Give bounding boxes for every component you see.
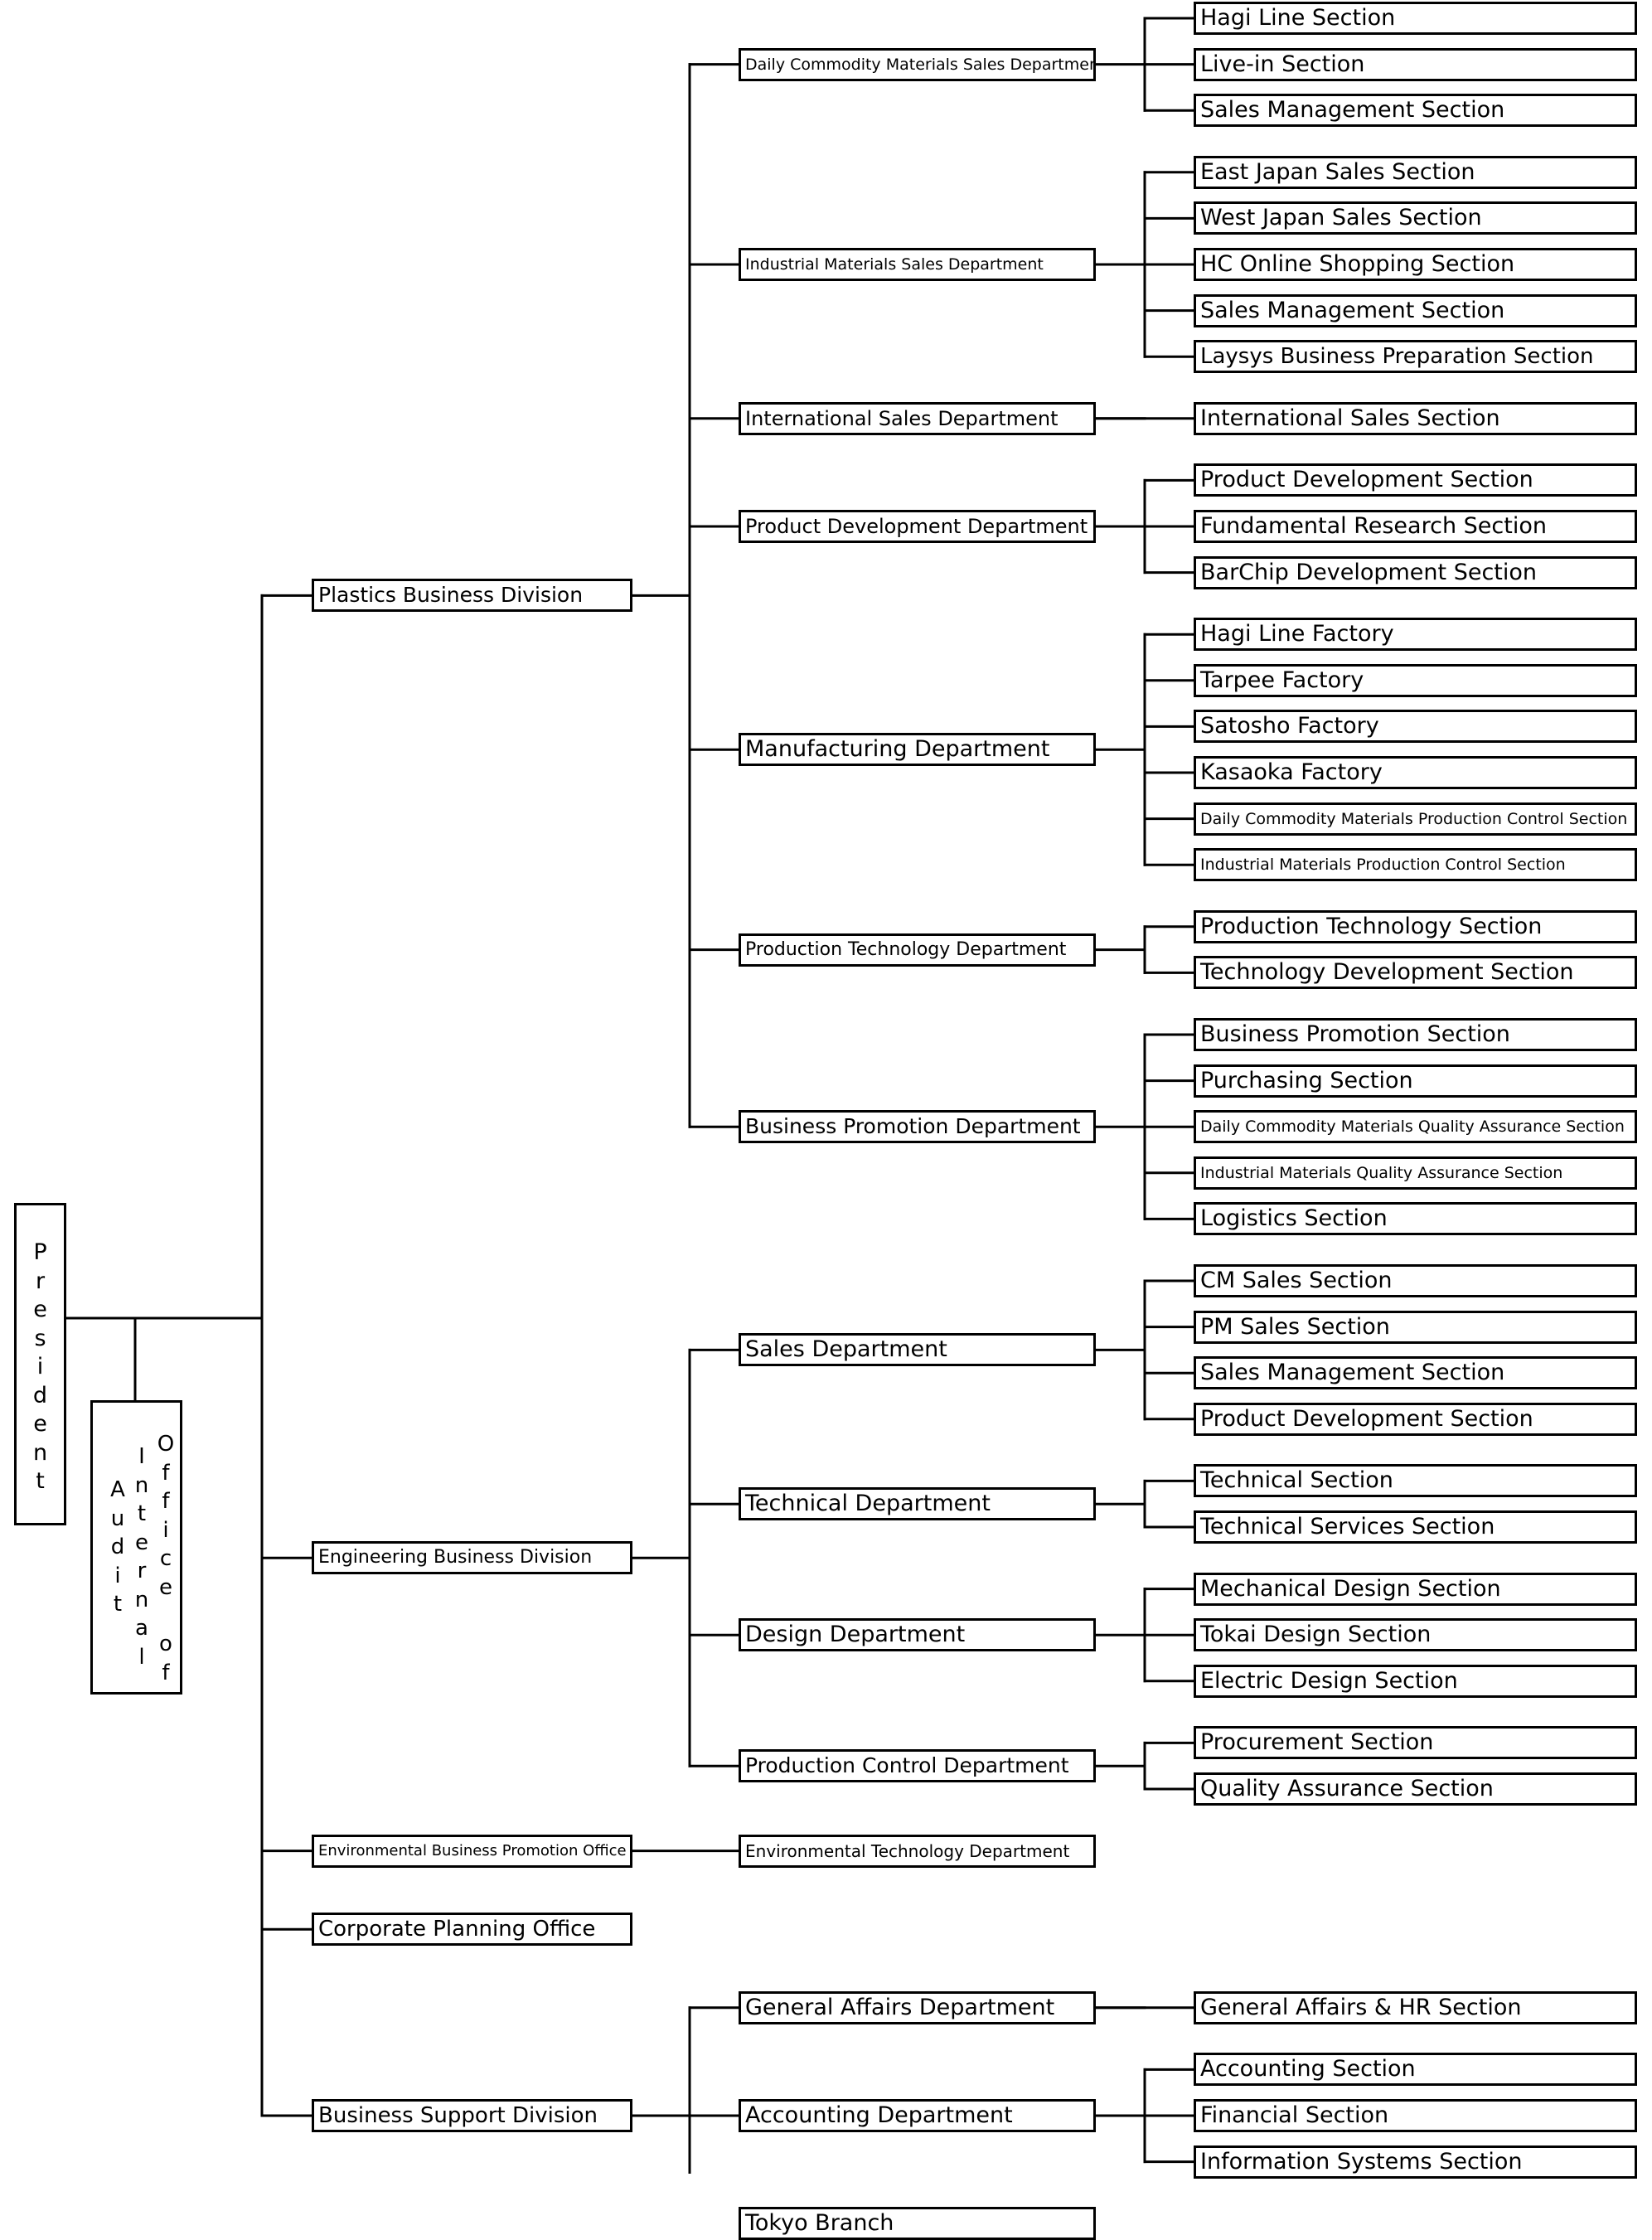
section-pm-sales-section: PM Sales Section [1194,1310,1637,1344]
section-accounting-section: Accounting Section [1194,2053,1637,2087]
section-industrial-materials-production-control-section: Industrial Materials Production Control … [1194,848,1637,882]
division-corporate-planning-office: Corporate Planning Office [312,1913,632,1947]
section-logistics-section: Logistics Section [1194,1202,1637,1236]
section-cm-sales-section: CM Sales Section [1194,1264,1637,1297]
section-barchip-development-section: BarChip Development Section [1194,555,1637,589]
section-tokai-design-section: Tokai Design Section [1194,1618,1637,1652]
section-product-development-section: Product Development Section [1194,1402,1637,1436]
section-international-sales-section: International Sales Section [1194,401,1637,435]
department-general-affairs-department: General Affairs Department [739,1990,1096,2024]
section-electric-design-section: Electric Design Section [1194,1664,1637,1698]
section-hagi-line-section: Hagi Line Section [1194,2,1637,35]
section-mechanical-design-section: Mechanical Design Section [1194,1572,1637,1606]
department-daily-commodity-materials-sales-department: Daily Commodity Materials Sales Departme… [739,47,1096,81]
department-production-control-department: Production Control Department [739,1749,1096,1783]
section-financial-section: Financial Section [1194,2099,1637,2132]
department-industrial-materials-sales-department: Industrial Materials Sales Department [739,248,1096,281]
section-procurement-section: Procurement Section [1194,1726,1637,1760]
division-business-support-division: Business Support Division [312,2099,632,2132]
section-production-technology-section: Production Technology Section [1194,909,1637,943]
section-quality-assurance-section: Quality Assurance Section [1194,1772,1637,1806]
section-daily-commodity-materials-quality-assurance-section: Daily Commodity Materials Quality Assura… [1194,1110,1637,1144]
section-kasaoka-factory: Kasaoka Factory [1194,756,1637,789]
section-technical-services-section: Technical Services Section [1194,1510,1637,1544]
section-general-affairs-and-hr-section: General Affairs & HR Section [1194,1990,1637,2024]
section-west-japan-sales-section: West Japan Sales Section [1194,201,1637,235]
section-technology-development-section: Technology Development Section [1194,956,1637,990]
section-east-japan-sales-section: East Japan Sales Section [1194,155,1637,189]
section-live-in-section: Live-in Section [1194,47,1637,81]
section-tarpee-factory: Tarpee Factory [1194,663,1637,697]
section-sales-management-section: Sales Management Section [1194,94,1637,128]
connector-lines [63,17,1195,2174]
section-product-development-section: Product Development Section [1194,463,1637,497]
section-industrial-materials-quality-assurance-section: Industrial Materials Quality Assurance S… [1194,1156,1637,1190]
section-purchasing-section: Purchasing Section [1194,1064,1637,1098]
department-tokyo-branch: Tokyo Branch [739,2207,1096,2240]
section-hc-online-shopping-section: HC Online Shopping Section [1194,248,1637,281]
section-sales-management-section: Sales Management Section [1194,1356,1637,1390]
section-technical-section: Technical Section [1194,1464,1637,1498]
division-engineering-business-division: Engineering Business Division [312,1541,632,1575]
section-fundamental-research-section: Fundamental Research Section [1194,510,1637,543]
section-daily-commodity-materials-production-control-section: Daily Commodity Materials Production Con… [1194,802,1637,836]
department-product-development-department: Product Development Department [739,510,1096,543]
section-sales-management-section: Sales Management Section [1194,293,1637,327]
section-laysys-business-preparation-section: Laysys Business Preparation Section [1194,340,1637,374]
section-business-promotion-section: Business Promotion Section [1194,1018,1637,1051]
department-business-promotion-department: Business Promotion Department [739,1110,1096,1144]
department-sales-department: Sales Department [739,1333,1096,1367]
division-environmental-business-promotion-office: Environmental Business Promotion Office [312,1834,632,1868]
department-technical-department: Technical Department [739,1487,1096,1521]
department-environmental-technology-department: Environmental Technology Department [739,1834,1096,1868]
section-satosho-factory: Satosho Factory [1194,710,1637,744]
department-production-technology-department: Production Technology Department [739,933,1096,967]
department-design-department: Design Department [739,1618,1096,1652]
section-hagi-line-factory: Hagi Line Factory [1194,618,1637,652]
department-accounting-department: Accounting Department [739,2099,1096,2132]
department-international-sales-department: International Sales Department [739,401,1096,435]
department-manufacturing-department: Manufacturing Department [739,733,1096,767]
division-plastics-business-division: Plastics Business Division [312,579,632,613]
